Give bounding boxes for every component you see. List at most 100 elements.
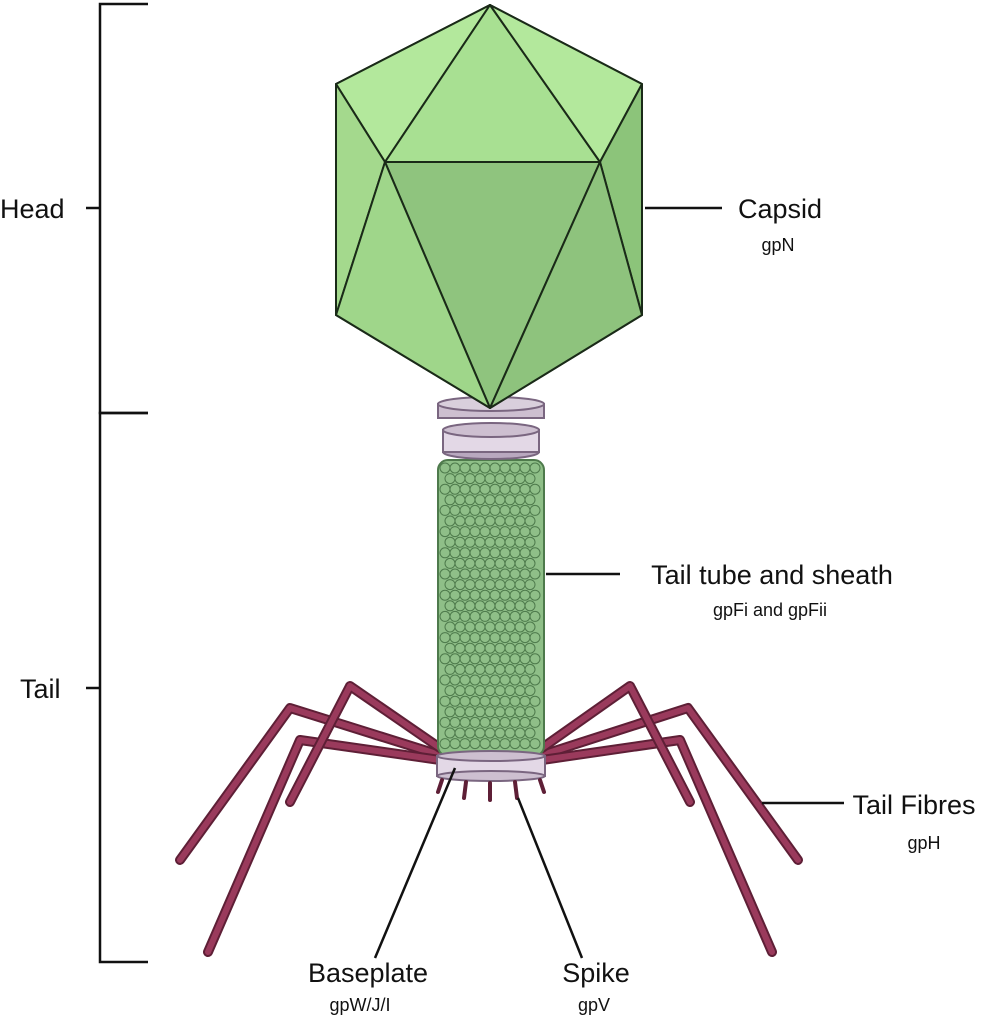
sheath-subunit: [509, 504, 521, 516]
sheath-subunit: [444, 494, 456, 506]
sheath-subunit: [484, 706, 496, 718]
sheath-subunit: [489, 483, 501, 495]
sheath-subunit: [469, 462, 481, 474]
sheath-subunit: [474, 621, 486, 633]
sheath-subunit: [459, 738, 471, 750]
sheath-subunit: [444, 600, 456, 612]
sheath-subunit: [529, 483, 541, 495]
sheath-subunit: [524, 621, 536, 633]
sheath-subunit: [459, 716, 471, 728]
sheath-subunit: [504, 515, 516, 527]
sheath-subunit: [499, 610, 511, 622]
sheath-subunit: [514, 579, 526, 591]
sheath-subunit: [509, 653, 521, 665]
sheath-subunit: [474, 473, 486, 485]
sheath-subunit: [479, 653, 491, 665]
sheath-subunit: [454, 685, 466, 697]
sheath-subunit: [504, 536, 516, 548]
sheath-subunit: [504, 663, 516, 675]
sheath-subunit: [459, 695, 471, 707]
sheath-subunit: [504, 685, 516, 697]
sheath-subunit: [519, 695, 531, 707]
sheath-subunit: [469, 738, 481, 750]
sheath-subunit: [489, 589, 501, 601]
sheath-subunit: [469, 653, 481, 665]
sheath-subunit: [464, 473, 476, 485]
sheath-subunit: [499, 483, 511, 495]
baseplate-protein-label: gpW/J/I: [329, 995, 391, 1015]
sheath-subunit: [529, 610, 541, 622]
sheath-subunit: [464, 494, 476, 506]
sheath-subunit: [524, 473, 536, 485]
sheath-subunit: [474, 727, 486, 739]
sheath-subunit: [439, 526, 451, 538]
sheath-subunit: [439, 610, 451, 622]
sheath-subunit: [489, 632, 501, 644]
sheath-subunit: [449, 504, 461, 516]
sheath-subunit: [504, 621, 516, 633]
sheath-subunit: [529, 653, 541, 665]
sheath-subunit: [499, 632, 511, 644]
sheath-subunit: [439, 589, 451, 601]
sheath-subunit: [484, 600, 496, 612]
sheath-subunit: [489, 716, 501, 728]
sheath-subunit: [484, 579, 496, 591]
sheath-subunit: [469, 526, 481, 538]
sheath-subunit: [529, 674, 541, 686]
sheath-subunit: [469, 695, 481, 707]
sheath-subunit: [449, 674, 461, 686]
sheath-subunit: [489, 526, 501, 538]
sheath-subunit: [479, 716, 491, 728]
spike-protein-label: gpV: [577, 995, 611, 1015]
sheath-subunit: [499, 674, 511, 686]
sheath-subunit: [464, 642, 476, 654]
head-bracket: [86, 2, 148, 415]
sheath-subunit: [484, 642, 496, 654]
sheath-subunit: [509, 547, 521, 559]
sheath-subunit: [474, 642, 486, 654]
sheath-subunit: [514, 494, 526, 506]
sheath-subunit: [444, 473, 456, 485]
sheath-subunit: [514, 557, 526, 569]
sheath-subunit: [444, 685, 456, 697]
sheath-subunit: [454, 642, 466, 654]
sheath-subunit: [459, 653, 471, 665]
sheath-subunit: [524, 494, 536, 506]
sheath-subunit: [474, 536, 486, 548]
sheath-subunit: [464, 515, 476, 527]
sheath-subunit: [444, 536, 456, 548]
sheath-subunit: [454, 727, 466, 739]
sheath-subunit: [494, 727, 506, 739]
capsid-shape: [335, 4, 643, 409]
sheath-subunit: [524, 515, 536, 527]
sheath-subunit: [524, 727, 536, 739]
sheath-subunit: [494, 557, 506, 569]
sheath-subunit: [504, 579, 516, 591]
sheath-subunit: [469, 504, 481, 516]
sheath-subunit: [459, 589, 471, 601]
sheath-subunit: [444, 663, 456, 675]
sheath-subunit: [439, 632, 451, 644]
sheath-subunit: [474, 685, 486, 697]
sheath-subunit: [494, 706, 506, 718]
sheath-subunit: [529, 695, 541, 707]
tail-fibre-right-outer-fill: [539, 705, 801, 863]
sheath-subunit: [449, 483, 461, 495]
sheath-subunit: [499, 462, 511, 474]
sheath-subunit: [519, 589, 531, 601]
sheath-subunit: [439, 738, 451, 750]
sheath-subunit: [499, 568, 511, 580]
sheath-subunit: [464, 706, 476, 718]
sheath-subunit: [489, 738, 501, 750]
sheath-subunit: [469, 632, 481, 644]
sheath-subunit: [509, 462, 521, 474]
sheath-subunit: [454, 621, 466, 633]
sheath-subunit: [449, 462, 461, 474]
sheath-subunit: [489, 462, 501, 474]
sheath-subunit: [469, 674, 481, 686]
sheath-subunit: [529, 568, 541, 580]
sheath-subunit: [449, 716, 461, 728]
sheath-subunit: [519, 610, 531, 622]
sheath-subunit: [519, 547, 531, 559]
